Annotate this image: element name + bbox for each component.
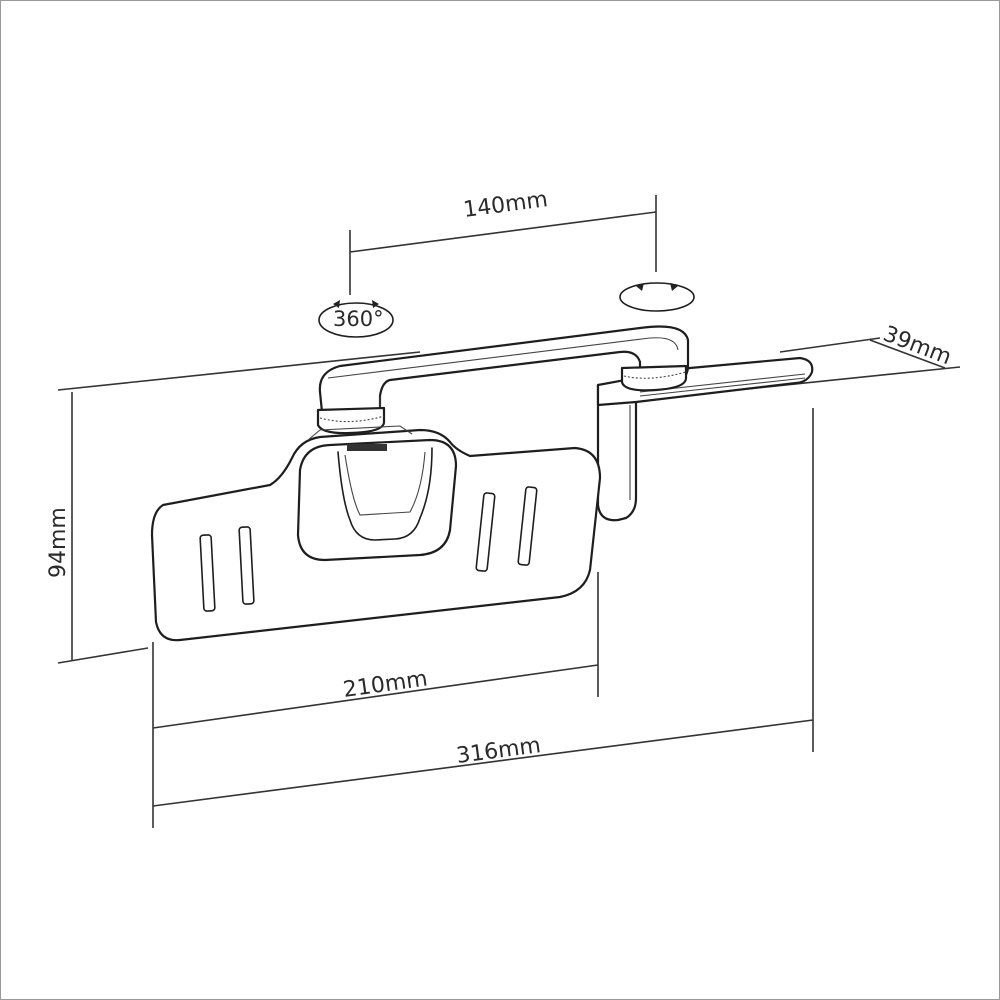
rotation-label-360: 360° bbox=[333, 307, 384, 331]
rotation-360-icon bbox=[318, 300, 394, 338]
dimension-label-94mm: 94mm bbox=[46, 507, 71, 578]
dimension-140mm bbox=[349, 195, 657, 295]
dimension-94mm bbox=[57, 351, 421, 664]
swing-arm bbox=[316, 325, 690, 435]
dimension-210mm bbox=[152, 572, 599, 828]
desk-clamp bbox=[596, 356, 814, 522]
rotation-arrow-icon bbox=[619, 282, 695, 312]
mounting-plate bbox=[150, 425, 602, 642]
dimension-316mm bbox=[152, 408, 814, 807]
